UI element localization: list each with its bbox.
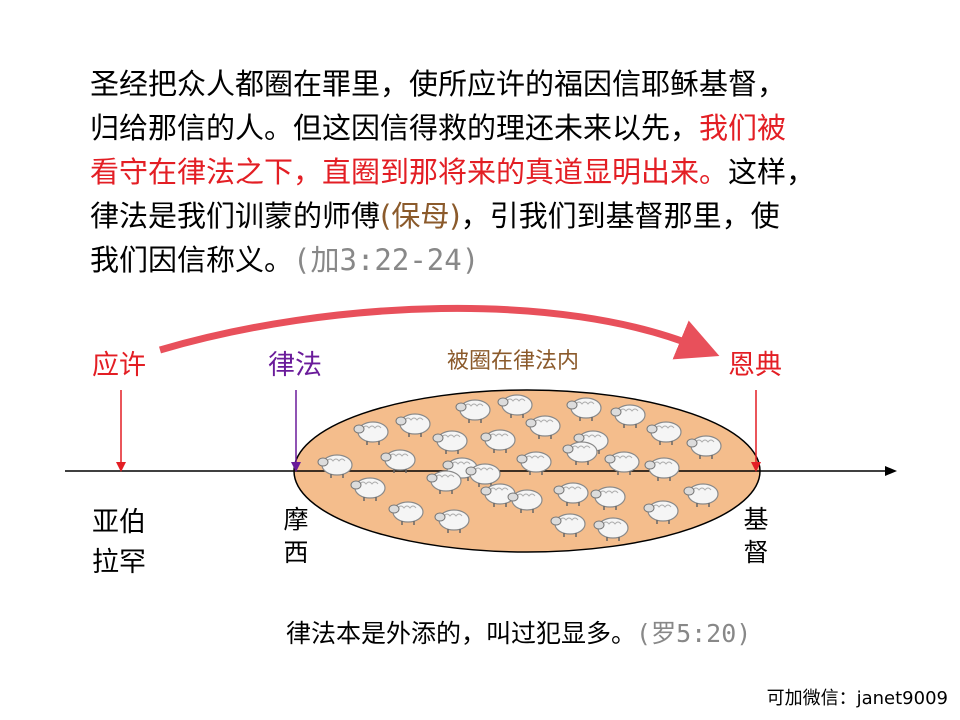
sheep-icon: [516, 451, 552, 475]
verse-highlight: 我们被: [699, 111, 787, 145]
sheep-icon: [646, 421, 682, 445]
sheep-icon: [497, 394, 533, 418]
law-label: 律法: [268, 350, 322, 381]
sheep-icon: [350, 477, 386, 501]
sheep-flock: [317, 394, 722, 541]
promise-marker-head: [116, 462, 126, 472]
promise-label: 应许: [92, 350, 146, 381]
verse-line-3: 看守在律法之下，直圈到那将来的真道显明出来。这样，: [90, 155, 816, 189]
verse-highlight: 看守在律法之下，直圈到那将来的真道显明出来。: [90, 155, 729, 189]
grace-label: 恩典: [728, 350, 782, 381]
sheep-icon: [432, 430, 468, 454]
promise-to-grace-arrow: [159, 304, 720, 360]
sheep-icon: [566, 397, 602, 421]
sheep-icon: [604, 451, 640, 475]
sheep-icon: [550, 513, 586, 537]
christ-label: 基督: [743, 505, 769, 567]
verse-line-5: 我们因信称义。(加3:22-24): [90, 243, 480, 277]
sheep-icon: [480, 429, 516, 453]
sheep-icon: [434, 509, 470, 533]
sheep-icon: [610, 404, 646, 428]
sheep-icon: [426, 470, 462, 494]
verse-line-2: 归给那信的人。但这因信得救的理还未来以先，我们被: [90, 111, 787, 145]
verse-note: (保母): [380, 199, 461, 233]
moses-label: 摩西: [283, 505, 309, 567]
enclosed-label: 被圈在律法内: [447, 349, 580, 374]
footer-verse: 律法本是外添的，叫过犯显多。(罗5:20): [286, 614, 751, 650]
verse-line-4: 律法是我们训蒙的师傅(保母)，引我们到基督那里，使: [90, 199, 780, 233]
sheep-icon: [562, 441, 598, 465]
sheep-icon: [644, 457, 680, 481]
footer-verse-reference: (罗5:20): [636, 619, 752, 648]
sheep-icon: [507, 489, 543, 513]
abraham-label: 亚伯拉罕: [92, 507, 146, 578]
contact-info: 可加微信：janet9009: [766, 688, 948, 709]
footer-verse-text: 律法本是外添的，叫过犯显多。: [286, 619, 637, 648]
sheep-icon: [686, 435, 722, 459]
sheep-icon: [553, 482, 589, 506]
verse-line-1: 圣经把众人都圈在罪里，使所应许的福因信耶稣基督，: [90, 67, 787, 101]
verse-text: 圣经把众人都圈在罪里，使所应许的福因信耶稣基督， 归给那信的人。但这因信得救的理…: [90, 62, 890, 282]
timeline-arrow-head: [885, 466, 897, 476]
sheep-icon: [590, 486, 626, 510]
sheep-icon: [395, 413, 431, 437]
verse-reference: (加3:22-24): [293, 243, 480, 277]
sheep-icon: [317, 454, 353, 478]
grace-marker-head: [751, 462, 761, 472]
law-marker-head: [291, 462, 301, 472]
sheep-icon: [353, 421, 389, 445]
sheep-icon: [465, 463, 501, 487]
sheep-icon: [593, 517, 629, 541]
sheep-icon: [380, 449, 416, 473]
sheep-icon: [683, 483, 719, 507]
sheep-icon: [388, 501, 424, 525]
sheep-icon: [643, 500, 679, 524]
sheep-icon: [525, 415, 561, 439]
sheep-icon: [455, 399, 491, 423]
